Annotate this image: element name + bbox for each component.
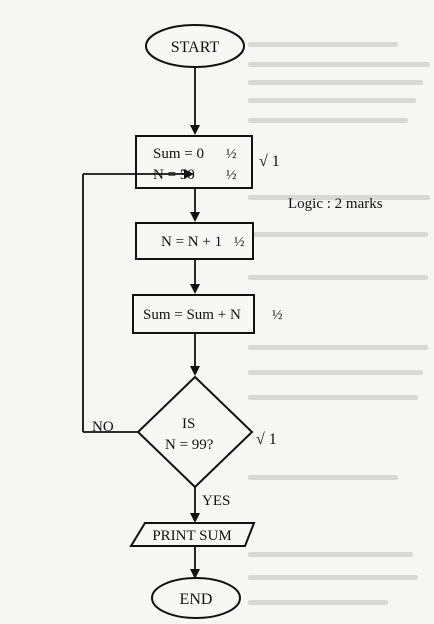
increment-mark: ½ [234, 235, 245, 250]
arrow-head [184, 169, 194, 179]
start-label: START [171, 39, 220, 56]
accumulate-process-box [132, 294, 255, 334]
arrow-head [190, 125, 200, 135]
init-process-box [135, 135, 253, 189]
bg-text-line [248, 118, 408, 123]
decision-question-label: N = 99? [165, 437, 214, 453]
arrow-head [190, 513, 200, 523]
arrow-head [190, 284, 200, 294]
bg-text-line [248, 98, 416, 103]
init-sum-label: Sum = 0 [153, 146, 204, 162]
bg-text-line [248, 232, 428, 237]
yes-label: YES [202, 493, 230, 509]
logic-note: Logic : 2 marks [288, 196, 383, 212]
increment-label: N = N + 1 [161, 234, 222, 250]
bg-text-line [248, 552, 413, 557]
bg-text-line [248, 80, 423, 85]
bg-text-line [248, 62, 430, 67]
output-label: PRINT SUM [152, 528, 231, 544]
accumulate-label: Sum = Sum + N [143, 307, 241, 323]
bg-text-line [248, 275, 428, 280]
no-label: NO [92, 419, 114, 435]
arrow-head [190, 366, 200, 376]
bg-text-line [248, 600, 388, 605]
end-label: END [180, 591, 213, 608]
decision-check-mark: √ 1 [256, 431, 277, 448]
arrow-head [190, 212, 200, 222]
init-check-mark: √ 1 [259, 153, 280, 170]
init-mark-1: ½ [226, 147, 237, 162]
accumulate-mark: ½ [272, 308, 283, 323]
bg-text-line [248, 370, 423, 375]
init-mark-2: ½ [226, 168, 237, 183]
output-parallelogram [129, 522, 256, 547]
decision-is-label: IS [182, 416, 195, 432]
bg-text-line [248, 345, 428, 350]
end-terminator [151, 577, 241, 619]
bg-text-line [248, 42, 398, 47]
bg-text-line [248, 395, 418, 400]
bg-text-line [248, 195, 430, 200]
decision-diamond [136, 375, 254, 489]
bg-text-line [248, 575, 418, 580]
bg-text-line [248, 475, 398, 480]
arrow-head [190, 569, 200, 579]
